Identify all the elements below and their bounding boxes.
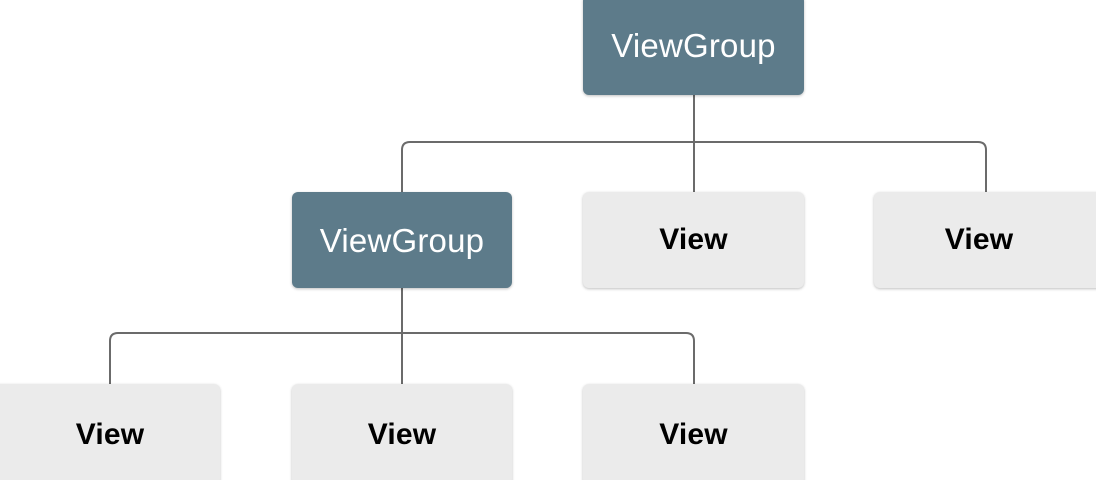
node-level2-view-3[interactable]: View bbox=[583, 384, 804, 480]
edge-root-to-level1-viewgroup bbox=[401, 141, 694, 192]
node-label: View bbox=[367, 417, 437, 451]
node-root-viewgroup[interactable]: ViewGroup bbox=[583, 0, 804, 95]
node-level1-viewgroup[interactable]: ViewGroup bbox=[292, 192, 512, 288]
node-label: View bbox=[944, 223, 1014, 256]
node-level1-view-1[interactable]: View bbox=[583, 192, 804, 288]
edge-level1-to-level2-view-1 bbox=[109, 332, 402, 384]
node-level2-view-1[interactable]: View bbox=[0, 384, 220, 480]
edge-root-to-level1-view-2 bbox=[694, 141, 987, 192]
node-label: ViewGroup bbox=[319, 221, 485, 259]
edge-level1-to-level2-view-3 bbox=[402, 332, 695, 384]
node-level1-view-2[interactable]: View bbox=[874, 192, 1096, 288]
node-level2-view-2[interactable]: View bbox=[292, 384, 512, 480]
node-label: View bbox=[75, 417, 145, 451]
node-label: View bbox=[659, 223, 728, 256]
node-label: View bbox=[659, 417, 728, 451]
node-label: ViewGroup bbox=[611, 26, 776, 64]
